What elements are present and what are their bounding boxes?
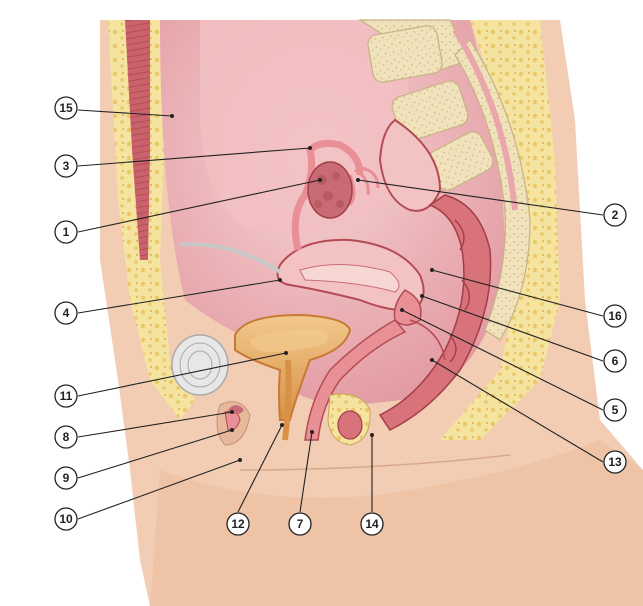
rectus-muscle [125, 20, 150, 260]
callout-12: 12 [226, 512, 250, 536]
callout-5: 5 [603, 398, 627, 422]
callout-number: 6 [612, 354, 619, 368]
callout-number: 13 [608, 455, 622, 469]
rectum [378, 194, 492, 431]
callout-14: 14 [360, 512, 384, 536]
vagina [304, 319, 407, 441]
callout-15: 15 [54, 96, 78, 120]
callout-number: 1 [63, 225, 70, 239]
callout-2: 2 [603, 203, 627, 227]
callout-number: 8 [63, 430, 70, 444]
small-bowel-mass [200, 20, 408, 232]
thigh-crease [239, 454, 511, 471]
callout-number: 9 [63, 471, 70, 485]
callout-number: 16 [608, 309, 622, 323]
callout-1: 1 [54, 220, 78, 244]
callout-7: 7 [288, 512, 312, 536]
anal-canal [337, 410, 363, 440]
rectouterine-pouch [409, 319, 446, 361]
callout-4: 4 [54, 301, 78, 325]
callout-9: 9 [54, 466, 78, 490]
callout-number: 14 [365, 517, 379, 531]
callout-number: 4 [63, 306, 70, 320]
anterior-fat-layer [108, 20, 195, 420]
callout-10: 10 [54, 507, 78, 531]
bladder-lumen [250, 329, 329, 352]
callout-number: 3 [63, 159, 70, 173]
vertebral-column [357, 19, 531, 341]
callout-number: 11 [60, 389, 73, 403]
callout-number: 7 [297, 517, 304, 531]
callout-11: 11 [54, 384, 78, 408]
callout-number: 15 [59, 101, 73, 115]
tube-fimbriae [348, 166, 380, 206]
callout-number: 2 [612, 208, 619, 222]
callout-16: 16 [603, 304, 627, 328]
callout-number: 12 [231, 517, 245, 531]
pubic-symphysis [171, 334, 229, 396]
callout-3: 3 [54, 154, 78, 178]
callout-number: 10 [59, 512, 73, 526]
ovary [307, 161, 353, 219]
thigh-shadow [150, 440, 643, 606]
callout-13: 13 [603, 450, 627, 474]
callout-number: 5 [612, 403, 619, 417]
sigmoid-colon [378, 118, 442, 212]
uterine-cavity [299, 264, 400, 293]
round-ligament [179, 242, 282, 274]
callout-8: 8 [54, 425, 78, 449]
callout-6: 6 [603, 349, 627, 373]
urethra [282, 359, 292, 441]
rectal-fold [449, 219, 470, 363]
leader-lines [77, 109, 604, 520]
